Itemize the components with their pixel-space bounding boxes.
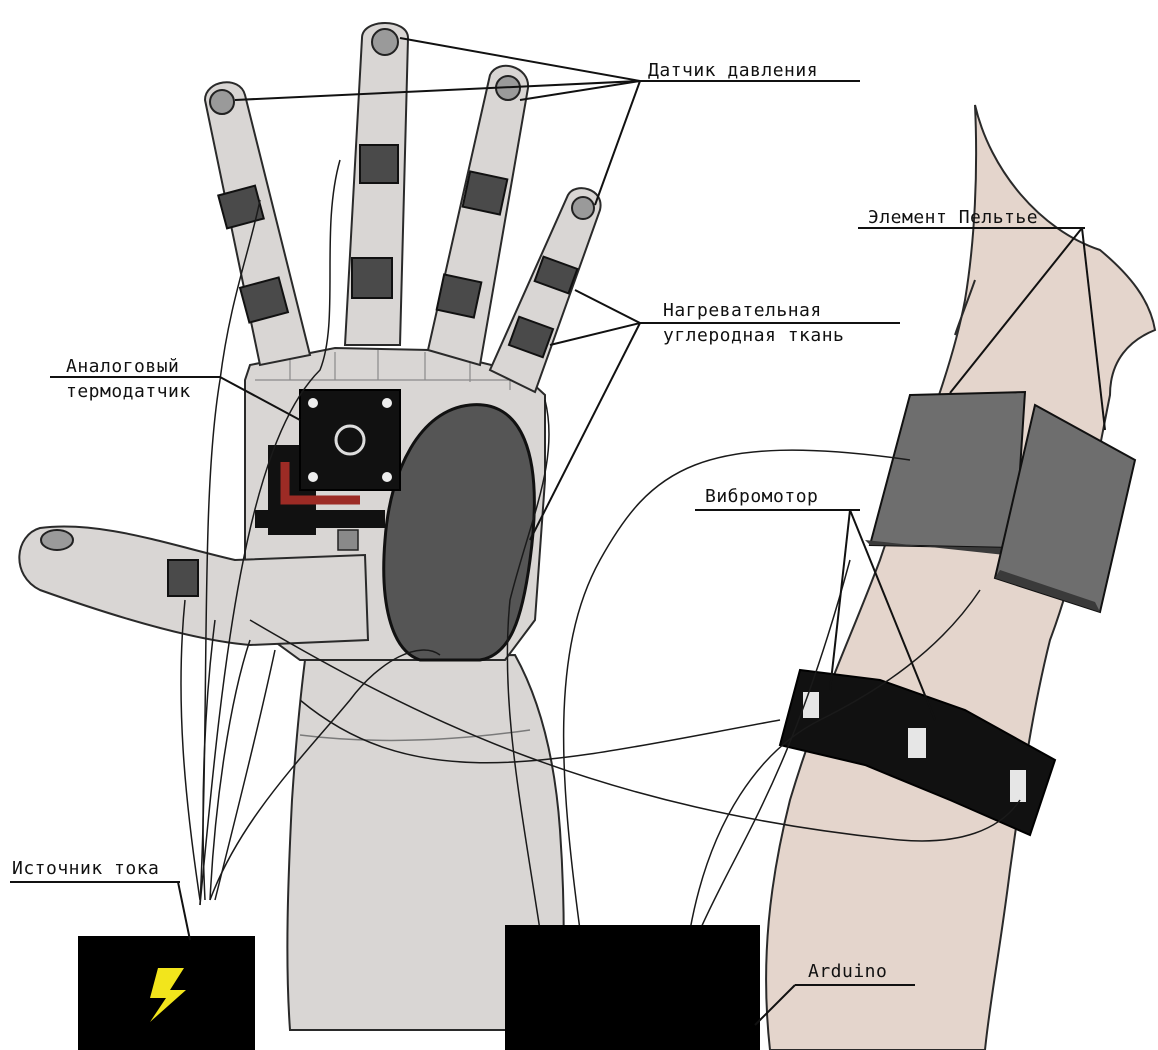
power-source-box [78,936,255,1050]
finger-ring [426,64,530,367]
pressure-sensor-index [209,89,235,115]
heating-pad [351,257,393,299]
label-analog-thermo-2: термодатчик [66,381,191,402]
vibromotor [803,692,819,718]
label-peltier-element: Элемент Пельтье [868,207,1038,228]
heating-pad [461,170,509,216]
finger-middle [343,22,410,346]
heating-pad [238,276,290,324]
pressure-sensor-thumb [40,529,74,551]
heating-pad [435,273,483,319]
label-vibromotor: Вибромотор [705,486,818,507]
peltier-element-left [865,390,1027,555]
label-pressure-sensor: Датчик давления [648,60,818,81]
lightning-icon [150,968,186,1022]
label-heating-fabric-1: Нагревательная [663,300,822,321]
callout-lines [10,37,1106,1026]
label-heating-fabric-2: углеродная ткань [663,325,844,346]
vibromotor [1010,770,1026,802]
finger-index [203,81,312,367]
heating-pad [167,559,199,597]
vibromotor [908,728,926,758]
pressure-sensor-middle [371,28,399,56]
label-power-source: Источник тока [12,858,159,879]
heating-pad [507,315,555,359]
heating-pad [533,255,579,295]
arduino-box [505,925,760,1050]
finger-thumb [18,525,370,647]
finger-little [488,187,602,394]
analog-thermo-sensor [255,389,401,551]
pressure-sensor-little [571,196,595,220]
label-arduino: Arduino [808,961,887,982]
wires [180,159,1021,931]
peltier-element-right [993,403,1137,614]
label-analog-thermo-1: Аналоговый [66,356,179,377]
heating-pad [359,144,399,184]
